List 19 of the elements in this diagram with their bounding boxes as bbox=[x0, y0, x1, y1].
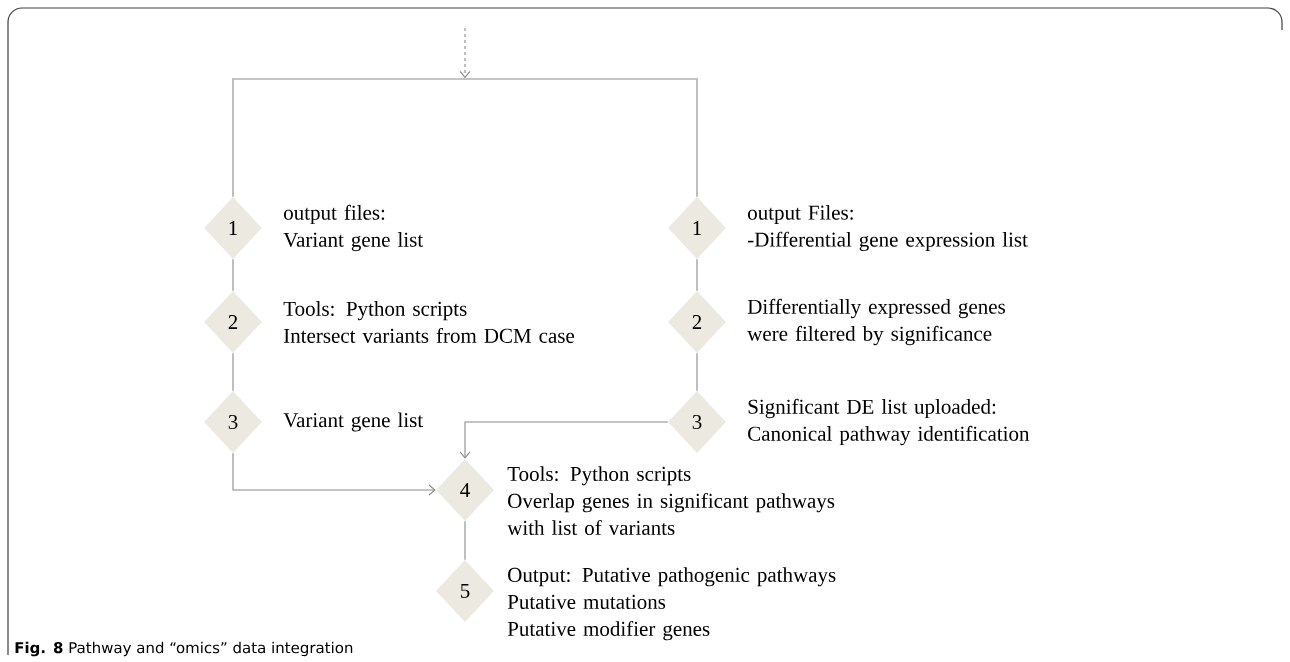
connector bbox=[232, 79, 234, 198]
step-text: Differentially expressed genes were filtered by significance bbox=[747, 298, 1005, 346]
connector bbox=[696, 258, 698, 292]
step-text: output files: Variant gene list bbox=[283, 204, 424, 252]
step-text: Tools: Python scripts Intersect variants from DCM case bbox=[283, 301, 575, 343]
connector bbox=[696, 352, 698, 392]
step-text: Tools: Python scripts Overlap genes in significant pathways with list of variants bbox=[507, 466, 835, 535]
step-text: output Files: -Differential gene expression list bbox=[748, 204, 1028, 252]
connector bbox=[459, 27, 471, 79]
connector bbox=[232, 258, 234, 292]
caption: Fig. 8 Pathway and “omics” data integration bbox=[15, 641, 353, 657]
step-text: Significant DE list uploaded: Canonical pathway identification bbox=[748, 398, 1030, 446]
connector bbox=[232, 352, 234, 392]
step-text: Variant gene list bbox=[283, 412, 424, 432]
connector bbox=[696, 79, 698, 198]
connector bbox=[232, 452, 436, 496]
step-text: Output: Putative pathogenic pathways Putative mutations Putative modifier genes bbox=[507, 567, 836, 641]
connector bbox=[464, 520, 466, 561]
connector bbox=[459, 421, 669, 459]
